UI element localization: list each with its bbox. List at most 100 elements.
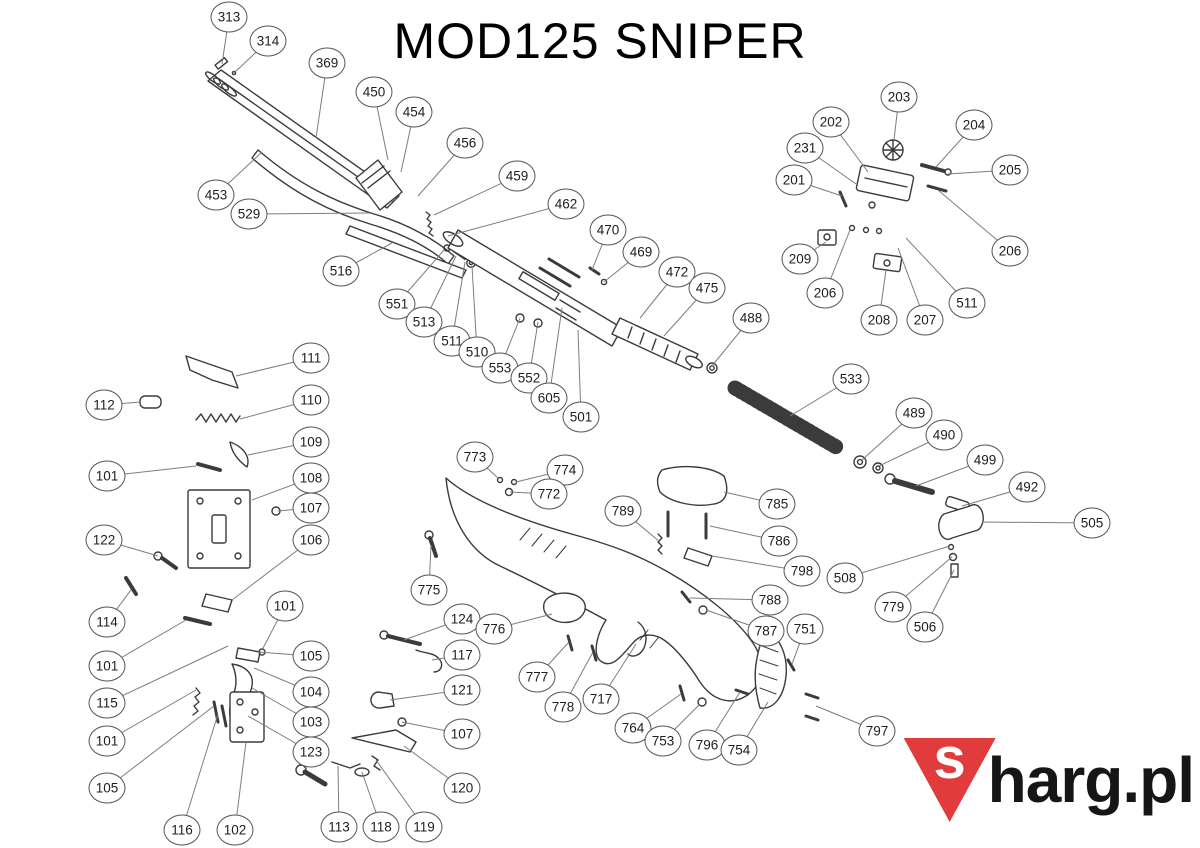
callout-751: 751 [786,613,824,645]
callout-529: 529 [230,198,268,230]
callout-508: 508 [826,562,864,594]
callout-120: 120 [443,772,481,804]
callout-122: 122 [85,524,123,556]
leader-line-115 [106,645,229,704]
part-receiver [442,229,623,347]
callout-798: 798 [783,555,821,587]
callout-102: 102 [216,814,254,846]
callout-203: 203 [880,81,918,113]
callout-753: 753 [644,725,682,757]
part-barrel [204,69,403,211]
callout-772: 772 [530,478,568,510]
callout-208: 208 [860,304,898,336]
callout-108: 108 [292,462,330,494]
callout-510: 510 [458,336,496,368]
part-butt-pad [734,631,820,722]
logo-letter-s: s [933,726,966,791]
callout-786: 786 [760,525,798,557]
callout-489: 489 [895,397,933,429]
part-end-cap [611,317,718,374]
callout-231: 231 [786,132,824,164]
callout-788: 788 [751,584,789,616]
leader-line-116 [181,713,219,831]
part-safety-lever-set [124,355,281,626]
callout-456: 456 [446,127,484,159]
callout-779: 779 [874,591,912,623]
leader-line-529 [248,212,371,215]
callout-778: 778 [544,691,582,723]
callout-114: 114 [88,606,126,638]
callout-101: 101 [88,650,126,682]
callout-207: 207 [906,304,944,336]
callout-462: 462 [547,188,585,220]
callout-105: 105 [292,640,330,672]
callout-103: 103 [292,706,330,738]
callout-118: 118 [362,811,400,843]
logo-text: harg.pl [987,744,1195,816]
part-trigger-group [192,630,443,787]
callout-123: 123 [292,736,330,768]
callout-119: 119 [405,811,443,843]
callout-117: 117 [443,639,481,671]
callout-121: 121 [443,674,481,706]
callout-516: 516 [322,255,360,287]
callout-106: 106 [292,524,330,556]
callout-775: 775 [410,574,448,606]
callout-101: 101 [266,590,304,622]
callout-205: 205 [991,154,1029,186]
callout-115: 115 [88,687,126,719]
callout-111: 111 [292,342,330,374]
callout-511: 511 [948,287,986,319]
callout-499: 499 [966,444,1004,476]
leader-line-462 [447,203,567,237]
callout-469: 469 [622,236,660,268]
callout-450: 450 [355,76,393,108]
callout-470: 470 [589,214,627,246]
callout-101: 101 [88,725,126,757]
leader-line-105 [106,705,215,789]
callout-506: 506 [906,611,944,643]
callout-453: 453 [197,179,235,211]
callout-533: 533 [832,363,870,395]
callout-206: 206 [991,235,1029,267]
sharg-logo: s harg.pl [903,738,1195,822]
callout-314: 314 [249,25,287,57]
callout-785: 785 [758,488,796,520]
callout-459: 459 [498,160,536,192]
callout-796: 796 [688,729,726,761]
part-mainspring [727,380,846,456]
callout-717: 717 [582,683,620,715]
part-spring-guide-set [853,455,984,578]
callout-107: 107 [292,492,330,524]
callout-501: 501 [562,401,600,433]
callout-209: 209 [781,243,819,275]
callout-773: 773 [456,441,494,473]
callout-454: 454 [395,96,433,128]
callout-797: 797 [858,715,896,747]
diagram-title: MOD125 SNIPER [393,13,807,69]
callout-488: 488 [732,302,770,334]
callout-113: 113 [320,811,358,843]
callout-109: 109 [292,426,330,458]
callout-105: 105 [88,772,126,804]
callout-201: 201 [775,164,813,196]
callout-475: 475 [688,272,726,304]
part-stock [424,476,763,702]
callout-112: 112 [85,389,123,421]
callout-204: 204 [955,109,993,141]
callout-492: 492 [1008,471,1046,503]
callout-107: 107 [443,718,481,750]
callout-789: 789 [604,495,642,527]
callout-490: 490 [925,419,963,451]
callout-777: 777 [518,661,556,693]
part-trigger-guard [542,592,707,707]
callout-605: 605 [530,382,568,414]
callout-313: 313 [210,1,248,33]
callout-116: 116 [163,814,201,846]
callout-104: 104 [292,676,330,708]
part-rear-sight [817,139,952,273]
callout-776: 776 [475,613,513,645]
callout-553: 553 [481,352,519,384]
